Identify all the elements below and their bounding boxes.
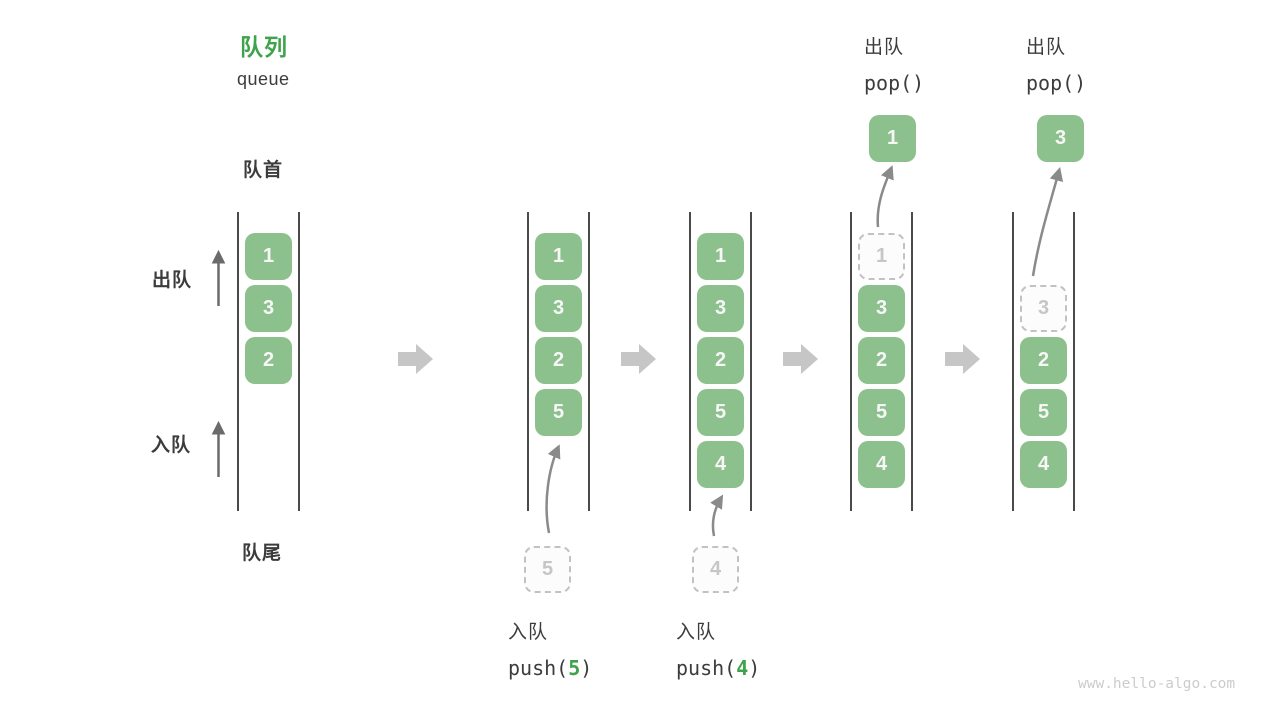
- queue-state-1: 1 3 2: [237, 212, 300, 511]
- queue5-cell-3-removed: 3: [1020, 285, 1067, 332]
- watermark: www.hello-algo.com: [1078, 676, 1236, 692]
- queue2-cell-3: 3: [535, 285, 582, 332]
- queue4-cell-5: 5: [858, 389, 905, 436]
- queue-state-5: 3 2 5 4: [1012, 212, 1075, 511]
- queue4-cell-1-removed: 1: [858, 233, 905, 280]
- queue2-cell-5: 5: [535, 389, 582, 436]
- queue3-cell-2: 2: [697, 337, 744, 384]
- operation-argument: 4: [736, 656, 749, 680]
- queue-state-2: 1 3 2 5: [527, 212, 590, 511]
- popped-element-3: 3: [1037, 115, 1084, 162]
- queue4-cell-3: 3: [858, 285, 905, 332]
- queue4-cell-2: 2: [858, 337, 905, 384]
- queue-wall-left: [527, 212, 529, 511]
- queue1-cell-2: 2: [245, 337, 292, 384]
- queue2-cell-2: 2: [535, 337, 582, 384]
- queue3-cell-1: 1: [697, 233, 744, 280]
- operation-name: 入队: [676, 622, 717, 643]
- operation-code: push(5): [508, 656, 593, 680]
- operation-label-enqueue-state2: 入队 push(5): [508, 617, 592, 680]
- queue-wall-left: [689, 212, 691, 511]
- queue-wall-left: [237, 212, 239, 511]
- queue1-cell-1: 1: [245, 233, 292, 280]
- operation-argument: 5: [568, 656, 581, 680]
- dequeue-side-label: 出队: [152, 270, 193, 291]
- queue-front-label: 队首: [243, 160, 284, 181]
- queue-wall-left: [1012, 212, 1014, 511]
- operation-name: 出队: [864, 37, 905, 58]
- queue-wall-right: [298, 212, 300, 511]
- queue5-cell-4: 4: [1020, 441, 1067, 488]
- queue-state-3: 1 3 2 5 4: [689, 212, 752, 511]
- enqueue-side-label: 入队: [151, 435, 192, 456]
- queue1-cell-3: 3: [245, 285, 292, 332]
- page-subtitle: queue: [237, 69, 290, 89]
- queue3-cell-3: 3: [697, 285, 744, 332]
- queue-wall-left: [850, 212, 852, 511]
- queue-wall-right: [1073, 212, 1075, 511]
- operation-code: push(4): [676, 656, 761, 680]
- operation-name: 出队: [1026, 37, 1067, 58]
- queue4-cell-4: 4: [858, 441, 905, 488]
- operation-label-dequeue-state4: 出队 pop(): [864, 32, 924, 95]
- queue-wall-right: [588, 212, 590, 511]
- queue-state-4: 1 3 2 5 4: [850, 212, 913, 511]
- page-title: 队列: [240, 34, 288, 60]
- operation-code: pop(): [864, 71, 925, 95]
- queue5-cell-5: 5: [1020, 389, 1067, 436]
- staged-element-4: 4: [692, 546, 739, 593]
- operation-code: pop(): [1026, 71, 1087, 95]
- popped-element-1: 1: [869, 115, 916, 162]
- queue3-cell-4: 4: [697, 441, 744, 488]
- operation-label-dequeue-state5: 出队 pop(): [1026, 32, 1086, 95]
- operation-label-enqueue-state3: 入队 push(4): [676, 617, 760, 680]
- queue3-cell-5: 5: [697, 389, 744, 436]
- staged-element-5: 5: [524, 546, 571, 593]
- queue2-cell-1: 1: [535, 233, 582, 280]
- queue5-cell-2: 2: [1020, 337, 1067, 384]
- operation-name: 入队: [508, 622, 549, 643]
- queue-wall-right: [911, 212, 913, 511]
- queue-wall-right: [750, 212, 752, 511]
- queue-rear-label: 队尾: [242, 543, 283, 564]
